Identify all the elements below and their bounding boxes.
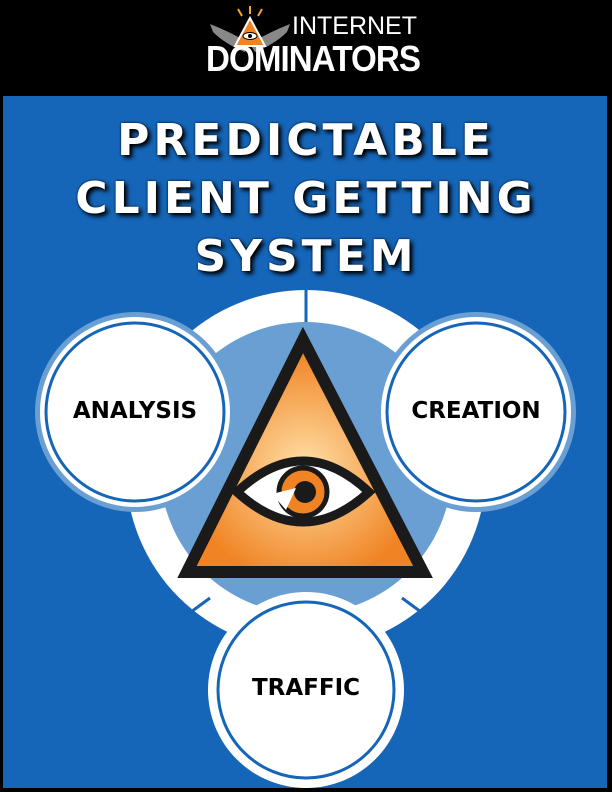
eye-in-triangle-icon (177, 326, 433, 578)
node-creation-circle (376, 312, 576, 512)
node-analysis-label: ANALYSIS (72, 398, 198, 424)
header-bar: INTERNET DOMINATORS (0, 0, 612, 92)
page-title: PREDICTABLE CLIENT GETTING SYSTEM (0, 112, 612, 286)
logo-text-bottom: DOMINATORS (206, 38, 421, 79)
node-creation-label: CREATION (411, 398, 541, 424)
title-line-1: PREDICTABLE (117, 115, 495, 166)
node-traffic-label: TRAFFIC (251, 675, 361, 701)
node-traffic-circle (208, 592, 404, 788)
node-analysis-circle (35, 312, 235, 512)
title-line-3: SYSTEM (194, 231, 418, 282)
logo-text-top: INTERNET (292, 12, 417, 40)
logo-eye-icon (210, 6, 290, 52)
title-line-2: CLIENT GETTING (75, 173, 537, 224)
